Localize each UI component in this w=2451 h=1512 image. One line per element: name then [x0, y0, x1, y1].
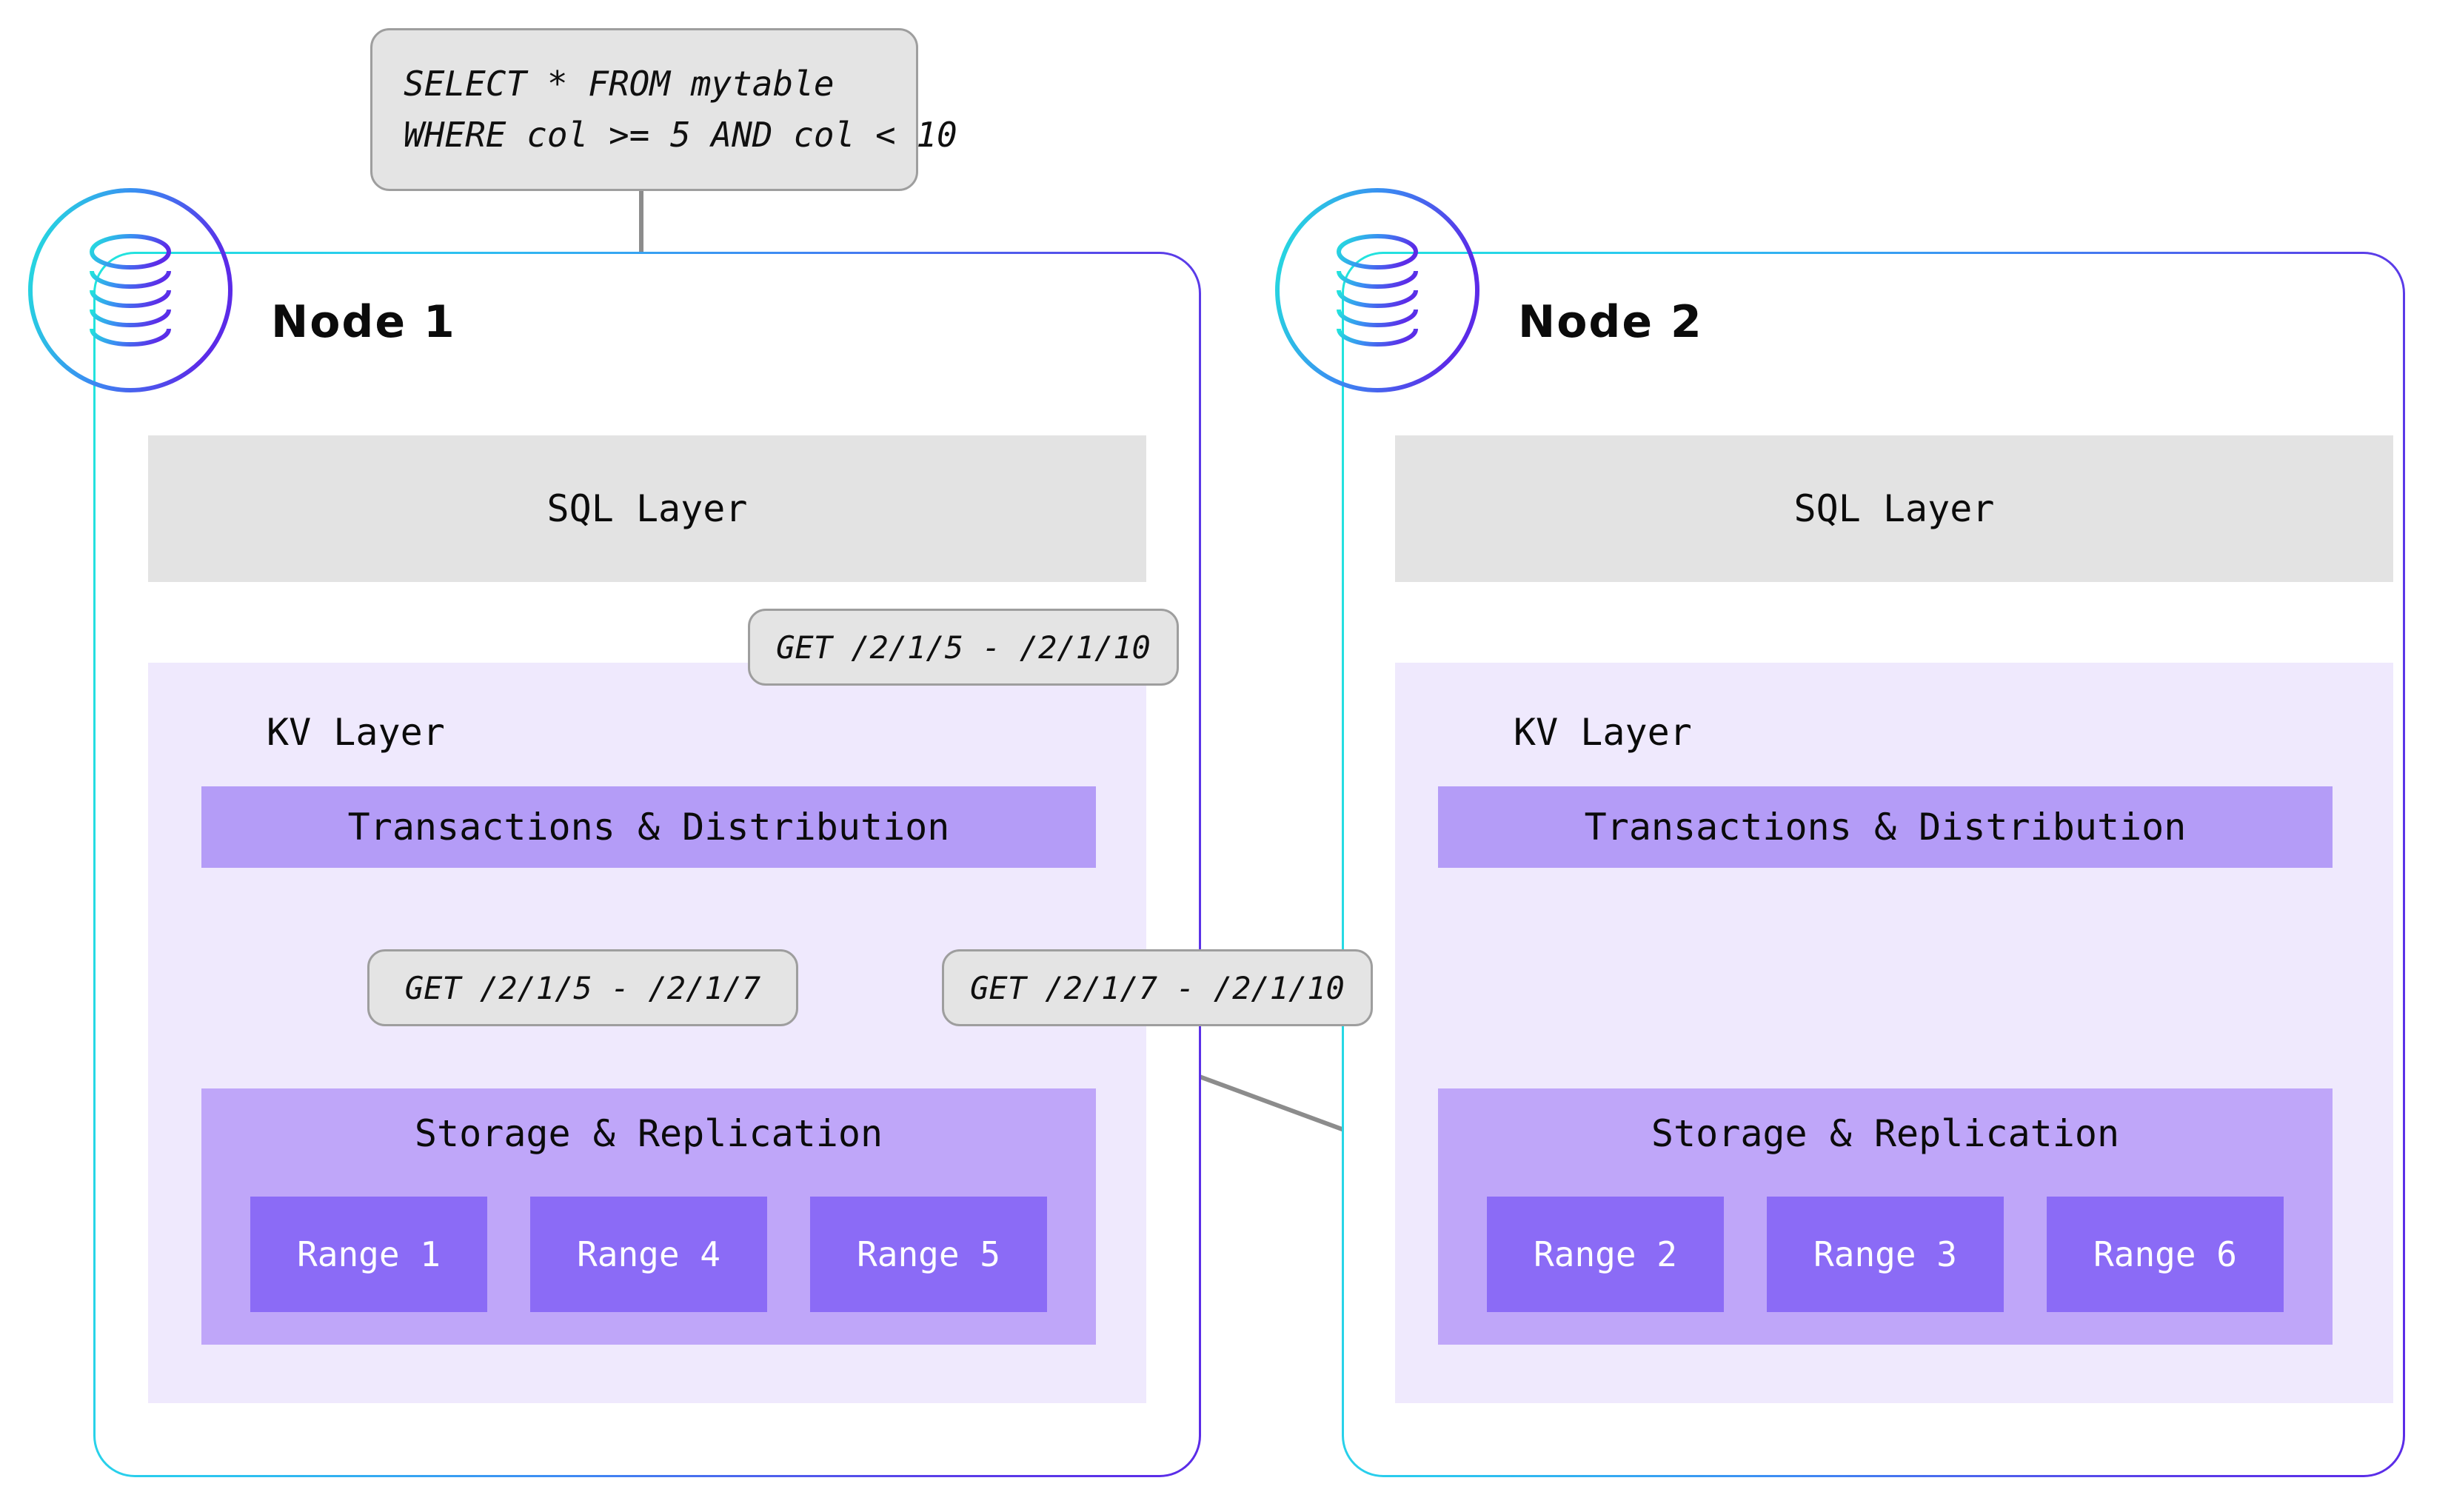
node-1-storage: Storage & Replication Range 1 Range 4 Ra…	[201, 1088, 1096, 1345]
sql-query-line-1: SELECT * FROM mytable	[404, 64, 835, 104]
get-label-range-5: GET /2/1/5 - /2/1/7	[367, 949, 798, 1026]
node-1-transactions: Transactions & Distribution	[201, 786, 1096, 868]
get-label-range-2: GET /2/1/7 - /2/1/10	[942, 949, 1373, 1026]
sql-query-callout: SELECT * FROM mytable WHERE col >= 5 AND…	[370, 28, 957, 191]
node-2-circle	[1271, 184, 1484, 397]
node-2-range-row: Range 2 Range 3 Range 6	[1487, 1197, 2284, 1312]
node-1-range-1[interactable]: Range 1	[250, 1197, 487, 1312]
get-label-full-range: GET /2/1/5 - /2/1/10	[748, 609, 1179, 686]
node-1-storage-label: Storage & Replication	[414, 1112, 883, 1155]
node-2-range-3[interactable]: Range 3	[1767, 1197, 2004, 1312]
node-1-range-4[interactable]: Range 4	[530, 1197, 767, 1312]
sql-query-line-2: WHERE col >= 5 AND col < 10	[404, 115, 957, 155]
node-2-transactions: Transactions & Distribution	[1438, 786, 2333, 868]
node-1-range-row: Range 1 Range 4 Range 5	[250, 1197, 1047, 1312]
node-2-range-6[interactable]: Range 6	[2047, 1197, 2284, 1312]
node-2-storage-label: Storage & Replication	[1651, 1112, 2120, 1155]
node-1-range-5[interactable]: Range 5	[810, 1197, 1047, 1312]
node-2-storage: Storage & Replication Range 2 Range 3 Ra…	[1438, 1088, 2333, 1345]
database-cylinder-icon	[90, 234, 171, 347]
node-2-sql-layer: SQL Layer	[1395, 435, 2393, 582]
node-1-sql-layer: SQL Layer	[148, 435, 1146, 582]
database-cylinder-icon	[1337, 234, 1418, 347]
node-1-title: Node 1	[271, 296, 456, 348]
node-1-kv-layer-label: KV Layer	[267, 711, 445, 754]
node-2-kv-layer-label: KV Layer	[1514, 711, 1692, 754]
node-2-title: Node 2	[1518, 296, 1703, 348]
node-2-range-2[interactable]: Range 2	[1487, 1197, 1724, 1312]
node-2-badge: Node 2	[1271, 184, 1703, 397]
node-1-circle	[24, 184, 237, 397]
node-1-badge: Node 1	[24, 184, 456, 397]
